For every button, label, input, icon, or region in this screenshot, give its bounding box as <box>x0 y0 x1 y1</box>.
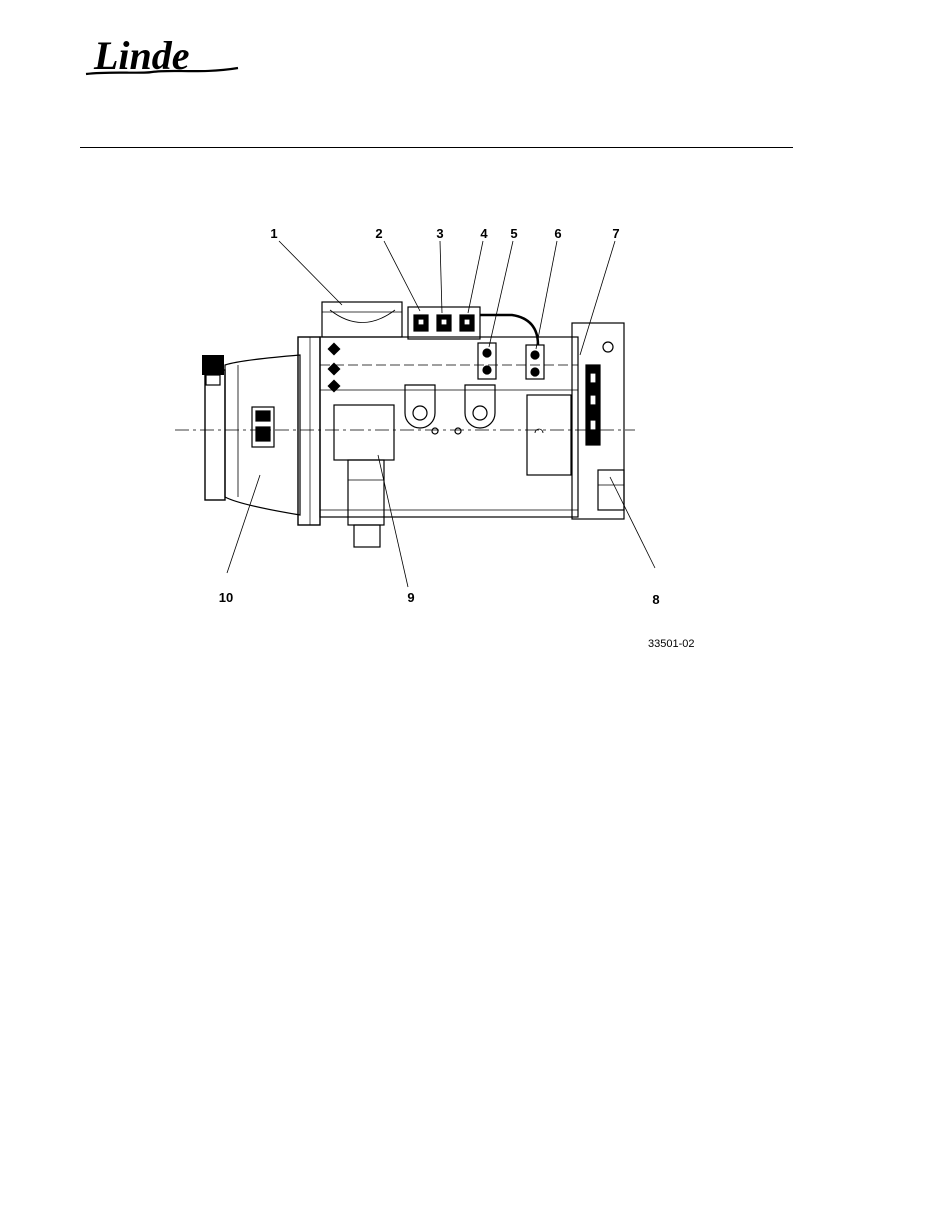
side-panel <box>526 394 572 476</box>
fan <box>321 301 403 338</box>
motor-drawing: 1 2 3 4 5 6 7 8 9 10 <box>150 215 710 615</box>
callout-2: 2 <box>375 226 383 241</box>
leader-lines <box>226 240 656 588</box>
callout-7: 7 <box>612 226 620 241</box>
cable-clamp <box>525 344 545 380</box>
linde-logo: Linde <box>82 38 242 82</box>
nameplate <box>251 406 275 448</box>
end-plate <box>571 322 625 520</box>
callout-5: 5 <box>510 226 518 241</box>
pump-shaft <box>347 459 385 526</box>
lifting-eye <box>404 384 436 429</box>
callout-9: 9 <box>407 590 415 605</box>
motor-body <box>319 336 579 518</box>
cable-clamp <box>477 342 497 380</box>
gearbox-housing <box>224 354 301 516</box>
lifting-eye <box>464 384 496 429</box>
flange <box>204 369 226 501</box>
header-rule <box>80 147 793 148</box>
callout-6: 6 <box>554 226 562 241</box>
callout-8: 8 <box>652 592 660 607</box>
callout-4: 4 <box>480 226 488 241</box>
callout-1: 1 <box>270 226 278 241</box>
callout-10: 10 <box>218 590 234 605</box>
terminal-box <box>407 306 481 340</box>
cable <box>480 313 540 346</box>
mounting-plate <box>297 336 321 526</box>
logo-lettering: Linde <box>93 38 190 78</box>
callout-3: 3 <box>436 226 444 241</box>
figure-id: 33501-02 <box>648 638 695 650</box>
pump-unit <box>333 404 395 461</box>
connector <box>597 469 625 511</box>
